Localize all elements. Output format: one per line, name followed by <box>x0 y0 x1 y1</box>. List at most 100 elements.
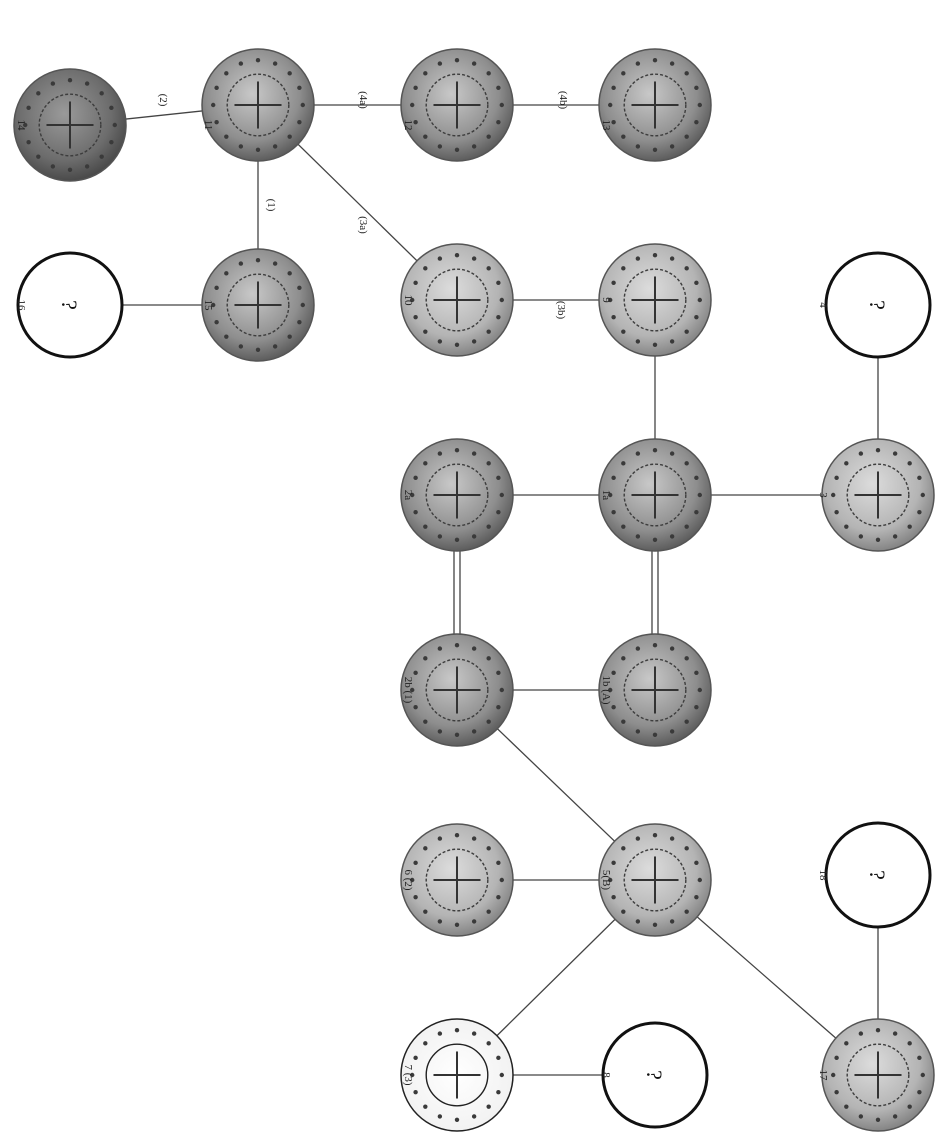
coin-legend-mark <box>423 266 427 270</box>
coin-legend-mark <box>684 329 688 333</box>
coin-legend-mark <box>472 61 476 65</box>
coin-legend-mark <box>907 461 911 465</box>
coin-legend-mark <box>670 729 674 733</box>
coin-node-13[interactable]: 13 <box>599 49 711 161</box>
coin-legend-mark <box>500 493 504 497</box>
coin-legend-mark <box>893 534 897 538</box>
coin-node-6-2[interactable]: 6 (2) <box>401 824 513 936</box>
coin-legend-mark <box>36 154 40 158</box>
coin-legend-mark <box>438 646 442 650</box>
coin-node-12[interactable]: 12 <box>401 49 513 161</box>
coin-label: 17 <box>817 1070 829 1082</box>
coin-node-4[interactable]: ?4 <box>817 253 930 357</box>
coin-legend-mark <box>621 266 625 270</box>
coin-legend-mark <box>859 451 863 455</box>
coin-legend-mark <box>621 909 625 913</box>
coin-node-9[interactable]: 9 <box>599 244 711 356</box>
coin-label: 2a <box>402 490 414 501</box>
coin-legend-mark <box>834 476 838 480</box>
coin-legend-mark <box>636 256 640 260</box>
coin-node-8[interactable]: ?8 <box>600 1023 707 1127</box>
coin-legend-mark <box>684 134 688 138</box>
coin-legend-mark <box>694 671 698 675</box>
coin-legend-mark <box>496 895 500 899</box>
coin-node-17[interactable]: 17 <box>817 1019 934 1131</box>
coin-legend-mark <box>413 510 417 514</box>
coin-legend-mark <box>273 61 277 65</box>
coin-legend-mark <box>211 103 215 107</box>
coin-legend-mark <box>670 646 674 650</box>
coin-legend-mark <box>694 705 698 709</box>
coin-legend-mark <box>876 1028 880 1032</box>
coin-legend-mark <box>109 106 113 110</box>
coin-legend-mark <box>413 86 417 90</box>
coin-legend-mark <box>256 148 260 152</box>
coin-label: 4 <box>817 302 829 308</box>
coin-legend-mark <box>297 120 301 124</box>
coin-legend-mark <box>26 140 30 144</box>
coin-legend-mark <box>472 339 476 343</box>
coin-legend-mark <box>287 271 291 275</box>
coin-node-2b1[interactable]: 2b (1) <box>401 634 513 746</box>
coin-legend-mark <box>273 261 277 265</box>
coin-legend-mark <box>621 461 625 465</box>
coin-legend-mark <box>472 729 476 733</box>
coin-legend-mark <box>423 461 427 465</box>
coin-legend-mark <box>26 106 30 110</box>
coin-legend-mark <box>472 1114 476 1118</box>
coin-legend-mark <box>423 134 427 138</box>
coin-legend-mark <box>684 71 688 75</box>
coin-node-5b[interactable]: 5(B) <box>599 824 711 936</box>
coin-legend-mark <box>636 836 640 840</box>
coin-legend-mark <box>256 348 260 352</box>
coin-label: 6 (2) <box>402 869 414 890</box>
coin-legend-mark <box>413 671 417 675</box>
coin-node-7-3[interactable]: 7 (3) <box>401 1019 513 1131</box>
question-mark: ? <box>642 1070 667 1080</box>
coin-node-11[interactable]: 11 <box>202 49 314 161</box>
coin-legend-mark <box>876 448 880 452</box>
coin-node-2a[interactable]: 2a <box>401 439 513 551</box>
coin-legend-mark <box>413 705 417 709</box>
coin-node-14[interactable]: 14 <box>14 69 126 181</box>
coin-node-16[interactable]: ?16 <box>15 253 122 357</box>
coin-legend-mark <box>500 298 504 302</box>
coin-legend-mark <box>438 1114 442 1118</box>
coin-legend-mark <box>214 286 218 290</box>
coin-node-1ba[interactable]: 1b (A) <box>599 634 711 746</box>
coin-legend-mark <box>472 256 476 260</box>
coin-node-10[interactable]: 10 <box>401 244 513 356</box>
coin-legend-mark <box>611 86 615 90</box>
coin-legend-mark <box>423 524 427 528</box>
coin-legend-mark <box>653 148 657 152</box>
coin-legend-mark <box>496 1056 500 1060</box>
coin-legend-mark <box>621 846 625 850</box>
coin-legend-mark <box>413 1090 417 1094</box>
coin-legend-mark <box>907 524 911 528</box>
coin-legend-mark <box>287 134 291 138</box>
coin-legend-mark <box>486 71 490 75</box>
link-label: (3a) <box>357 216 369 234</box>
coin-legend-mark <box>413 861 417 865</box>
coin-legend-mark <box>834 1056 838 1060</box>
coin-node-15[interactable]: 15 <box>202 249 314 361</box>
coin-legend-mark <box>876 1118 880 1122</box>
coin-node-18[interactable]: ?18 <box>817 823 930 927</box>
coin-legend-mark <box>636 729 640 733</box>
coin-legend-mark <box>611 476 615 480</box>
coin-legend-mark <box>917 1090 921 1094</box>
coin-legend-mark <box>413 895 417 899</box>
coin-legend-mark <box>921 1073 925 1077</box>
coin-legend-mark <box>496 315 500 319</box>
coin-legend-mark <box>694 281 698 285</box>
coin-legend-mark <box>455 1028 459 1032</box>
coin-legend-mark <box>99 154 103 158</box>
coin-legend-mark <box>608 103 612 107</box>
coin-node-3[interactable]: 3 <box>817 439 934 551</box>
coin-legend-mark <box>917 510 921 514</box>
question-mark: ? <box>865 300 890 310</box>
coin-legend-mark <box>423 846 427 850</box>
coin-node-1a[interactable]: 1a <box>599 439 711 551</box>
coin-legend-mark <box>859 1031 863 1035</box>
